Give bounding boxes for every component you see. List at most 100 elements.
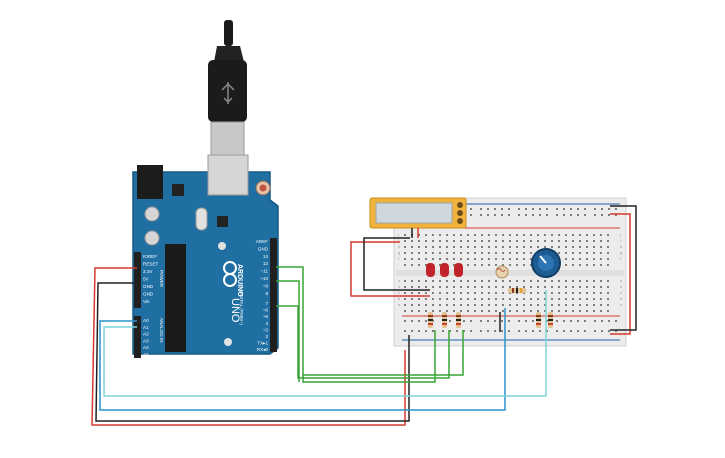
terminal-hole (488, 304, 490, 306)
rail-hole (608, 320, 610, 322)
terminal-hole (516, 280, 518, 282)
terminal-hole (516, 286, 518, 288)
rail-hole (518, 208, 520, 210)
terminal-hole (460, 280, 462, 282)
rail-hole (532, 320, 534, 322)
terminal-hole (418, 258, 420, 260)
resistor-pot-2[interactable] (548, 312, 553, 328)
terminal-hole (530, 286, 532, 288)
terminal-hole (600, 298, 602, 300)
terminal-hole (586, 280, 588, 282)
terminal-hole (502, 286, 504, 288)
terminal-hole (502, 252, 504, 254)
terminal-hole (579, 292, 581, 294)
led-2[interactable] (440, 263, 449, 277)
terminal-hole (481, 280, 483, 282)
terminal-hole (572, 280, 574, 282)
rail-hole (532, 214, 534, 216)
terminal-hole (565, 246, 567, 248)
terminal-hole (586, 264, 588, 266)
resistor-band (548, 319, 553, 321)
terminal-hole (439, 310, 441, 312)
terminal-hole (586, 234, 588, 236)
terminal-hole (411, 240, 413, 242)
resistor-pot-1[interactable] (536, 312, 541, 328)
rail-hole (463, 320, 465, 322)
rail-hole (470, 208, 472, 210)
wire-bb-black-right[interactable] (610, 205, 637, 331)
led-3[interactable] (454, 263, 463, 277)
wire-bb-red-right[interactable] (610, 213, 631, 335)
rail-hole (546, 208, 548, 210)
terminal-hole (495, 286, 497, 288)
wire-pwm-green-1[interactable] (276, 266, 436, 383)
dc-power-jack (137, 165, 163, 199)
wire-a0-blue[interactable] (99, 308, 506, 411)
mounting-hole-2 (224, 338, 232, 346)
terminal-hole (467, 246, 469, 248)
terminal-hole (488, 280, 490, 282)
terminal-hole (495, 258, 497, 260)
terminal-hole (593, 292, 595, 294)
terminal-hole (523, 264, 525, 266)
terminal-hole (432, 286, 434, 288)
terminal-hole (523, 240, 525, 242)
terminal-hole (502, 258, 504, 260)
terminal-hole (467, 264, 469, 266)
wire-bb-red-left[interactable] (350, 241, 430, 297)
terminal-hole (488, 264, 490, 266)
photoresistor[interactable] (495, 265, 509, 279)
terminal-hole (516, 240, 518, 242)
rail-hole (425, 330, 427, 332)
terminal-hole (460, 298, 462, 300)
wire-gnd-black[interactable] (95, 282, 410, 422)
terminal-hole (432, 234, 434, 236)
terminal-hole (579, 246, 581, 248)
terminal-hole (481, 246, 483, 248)
rail-hole (556, 214, 558, 216)
terminal-hole (418, 246, 420, 248)
rail-hole (546, 214, 548, 216)
digital-header-high (270, 238, 277, 302)
terminal-hole (495, 246, 497, 248)
wire-pwm-green-3[interactable] (276, 305, 450, 379)
power-pin-label: Vin (143, 299, 150, 304)
terminal-hole (607, 240, 609, 242)
potentiometer[interactable] (531, 248, 561, 278)
terminal-hole (502, 304, 504, 306)
terminal-hole (439, 234, 441, 236)
terminal-hole (593, 310, 595, 312)
terminal-hole (460, 310, 462, 312)
terminal-hole (481, 240, 483, 242)
terminal-hole (460, 258, 462, 260)
terminal-hole (558, 240, 560, 242)
terminal-hole (509, 240, 511, 242)
terminal-hole (432, 292, 434, 294)
resistor-photoresistor[interactable] (508, 288, 526, 293)
digital-section-label: DIGITAL (PWM~) (239, 290, 244, 325)
wire-pwm-green-4[interactable] (302, 330, 464, 378)
terminal-hole (572, 310, 574, 312)
resistor-led-2[interactable] (442, 312, 447, 328)
terminal-hole (607, 292, 609, 294)
terminal-hole (579, 286, 581, 288)
wire-5v-red[interactable] (91, 267, 406, 426)
lcd-display[interactable] (369, 197, 467, 238)
wire-a1-cyan[interactable] (103, 290, 547, 397)
resistor-led-1[interactable] (428, 312, 433, 328)
rail-hole (456, 330, 458, 332)
wire-bb-black-left[interactable] (363, 237, 430, 291)
terminal-hole (565, 280, 567, 282)
rail-hole (494, 320, 496, 322)
terminal-hole (607, 258, 609, 260)
resistor-band (536, 323, 541, 325)
resistor-led-3[interactable] (456, 312, 461, 328)
usb-cable-strand (224, 20, 233, 46)
terminal-hole (495, 252, 497, 254)
led-1[interactable] (426, 263, 435, 277)
rail-hole (577, 320, 579, 322)
wire-pwm-green-2[interactable] (276, 280, 300, 382)
terminal-hole (502, 280, 504, 282)
